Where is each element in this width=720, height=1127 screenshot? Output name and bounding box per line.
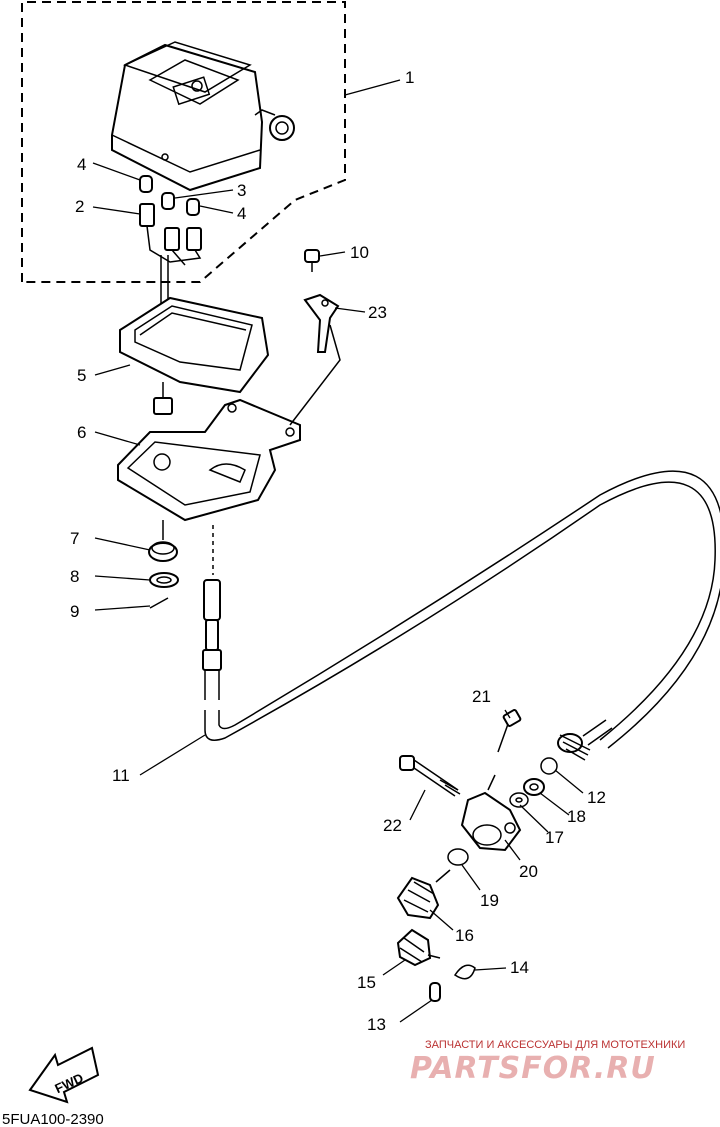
callout-4b: 4	[237, 204, 246, 223]
callout-5: 5	[77, 366, 86, 385]
gear-unit-parts	[396, 709, 558, 1002]
callout-1: 1	[405, 68, 414, 87]
callout-23: 23	[368, 303, 387, 322]
forward-direction-arrow: FWD	[28, 1046, 100, 1104]
callout-4: 4	[77, 155, 86, 174]
assembly-boundary	[21, 1, 346, 283]
watermark-tagline: ЗАПЧАСТИ И АКСЕССУАРЫ ДЛЯ МОТОТЕХНИКИ	[425, 1039, 685, 1051]
grommet-washer-pin-parts	[148, 520, 214, 609]
callout-6: 6	[77, 423, 86, 442]
meter-assembly-part	[111, 41, 295, 192]
callout-12: 12	[587, 788, 606, 807]
callout-16: 16	[455, 926, 474, 945]
callout-8: 8	[70, 567, 79, 586]
callout-15: 15	[357, 973, 376, 992]
leader-lines	[92, 79, 584, 1023]
watermark: ЗАПЧАСТИ И АКСЕССУАРЫ ДЛЯ МОТОТЕХНИКИ PA…	[410, 1039, 685, 1086]
callout-11: 11	[112, 766, 130, 785]
watermark-logo: PARTSFOR.RU	[410, 1051, 656, 1086]
diagram-code: 5FUA100-2390	[2, 1111, 104, 1127]
callout-18: 18	[567, 807, 586, 826]
callout-13: 13	[367, 1015, 386, 1034]
callout-17: 17	[545, 828, 564, 847]
stay-and-bolt-parts	[289, 249, 341, 426]
meter-bracket-part	[117, 398, 301, 522]
callout-22: 22	[383, 816, 402, 835]
callout-21: 21	[472, 687, 491, 706]
meter-case-part	[119, 296, 270, 415]
speedometer-cable-part	[202, 470, 720, 761]
callout-labels: 1 2 3 4 4 5 6 7 8 9 10 11 12 13 14 15 16…	[70, 68, 606, 1034]
callout-2: 2	[75, 197, 84, 216]
callout-7: 7	[70, 529, 79, 548]
callout-3: 3	[237, 181, 246, 200]
callout-20: 20	[519, 862, 538, 881]
callout-14: 14	[510, 958, 529, 977]
callout-9: 9	[70, 602, 79, 621]
callout-19: 19	[480, 891, 499, 910]
callout-10: 10	[350, 243, 369, 262]
bulb-sockets	[139, 175, 202, 340]
